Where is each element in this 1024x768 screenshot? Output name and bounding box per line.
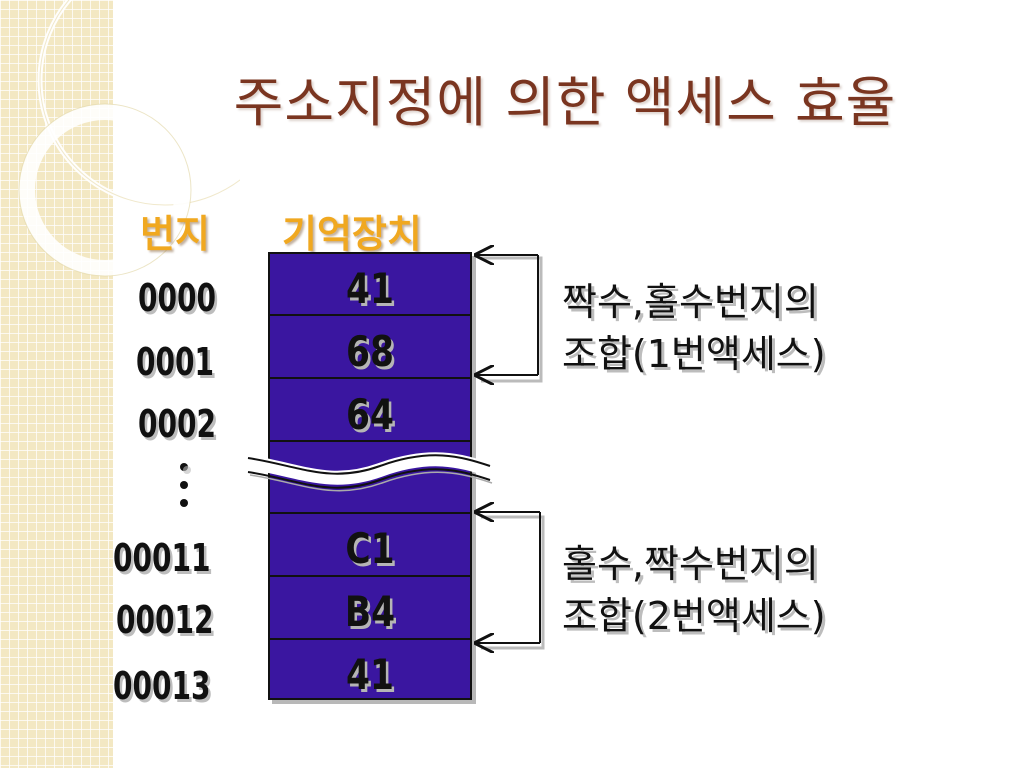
ellipsis-dots — [180, 463, 191, 507]
note-odd-even: 홀수,짝수번지의 조합(2번액세스) — [562, 538, 826, 642]
bracket-arrow-1 — [476, 255, 543, 381]
cell-divider — [270, 512, 470, 514]
address-column-header: 번지 — [140, 212, 210, 256]
note-line: 짝수,홀수번지의 — [562, 280, 819, 324]
address-label: 00012 — [116, 598, 214, 642]
memory-value: 64 — [346, 390, 394, 439]
address-label: 0000 — [138, 276, 217, 320]
cell-divider — [270, 314, 470, 316]
note-even-odd: 짝수,홀수번지의 조합(1번액세스) — [562, 276, 826, 380]
address-label: 00011 — [113, 536, 211, 580]
cell-divider — [270, 377, 470, 379]
note-line: 홀수,짝수번지의 — [562, 542, 819, 586]
decorative-rings — [18, 0, 240, 277]
address-label: 0002 — [138, 402, 217, 446]
page-title: 주소지정에 의한 액세스 효율 — [233, 71, 897, 134]
memory-column-header: 기억장치 — [282, 212, 422, 256]
bracket-arrow-2 — [476, 512, 545, 648]
note-line: 조합(2번액세스) — [562, 594, 826, 638]
address-label: 0001 — [136, 340, 215, 384]
break-wave-lines — [246, 452, 493, 492]
memory-value: B4 — [344, 587, 396, 636]
memory-value: 41 — [346, 650, 394, 699]
cell-divider — [270, 638, 470, 640]
cell-divider — [270, 440, 470, 442]
address-label: 00013 — [113, 664, 211, 708]
memory-value: C1 — [345, 524, 395, 573]
cell-divider — [270, 575, 470, 577]
memory-value: 68 — [346, 327, 394, 376]
note-line: 조합(1번액세스) — [562, 332, 826, 376]
memory-value: 41 — [346, 264, 394, 313]
